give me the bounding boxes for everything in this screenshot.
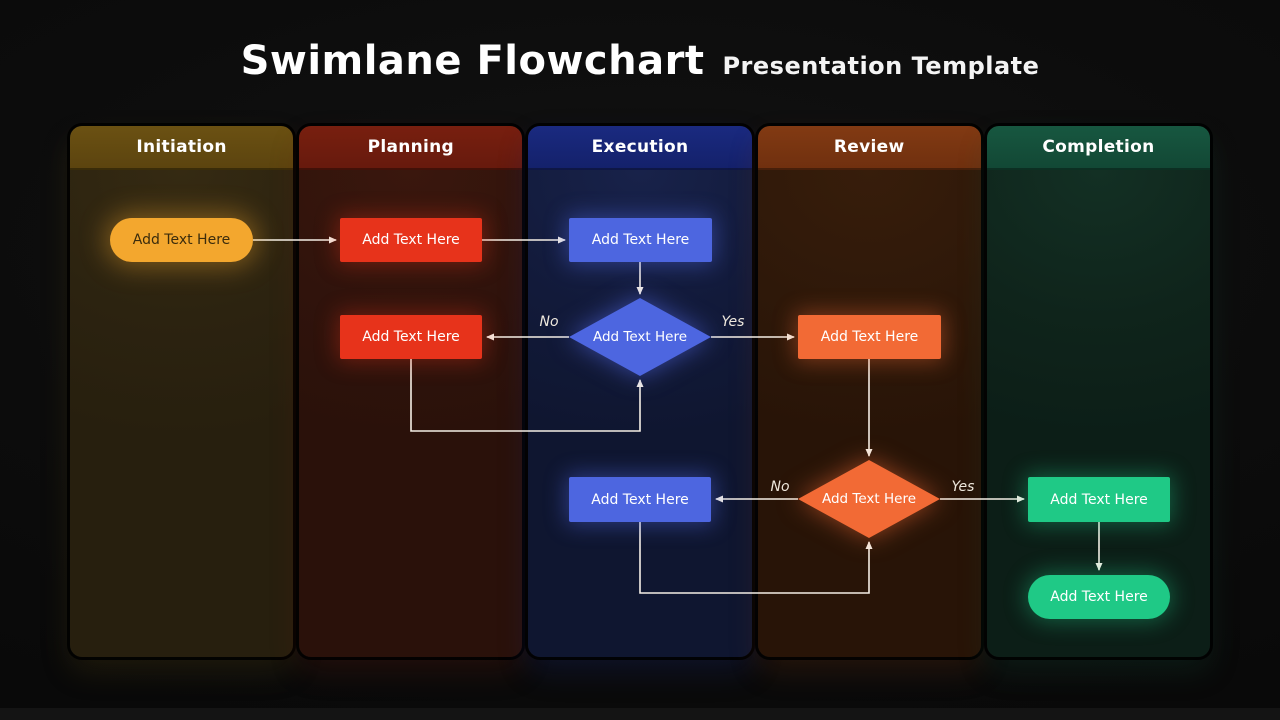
lane-initiation: Initiation (70, 126, 294, 657)
lane-review: Review (757, 126, 981, 657)
title-main: Swimlane Flowchart (240, 38, 705, 84)
flow-node-planning-step-1[interactable]: Add Text Here (340, 218, 482, 262)
lane-review-body (757, 170, 981, 657)
flow-node-execution-step-2[interactable]: Add Text Here (569, 477, 711, 522)
title-subtitle: Presentation Template (722, 52, 1040, 80)
flow-node-start-pill[interactable]: Add Text Here (110, 218, 253, 262)
flow-node-review-decision[interactable]: Add Text Here (798, 460, 940, 538)
lane-execution: Execution (528, 126, 752, 657)
flow-node-execution-step-1[interactable]: Add Text Here (569, 218, 712, 262)
lane-execution-header: Execution (528, 126, 752, 170)
lane-planning: Planning (299, 126, 523, 657)
flow-node-review-step-1[interactable]: Add Text Here (798, 315, 941, 359)
footer-strip (0, 708, 1280, 720)
flow-node-completion-step[interactable]: Add Text Here (1028, 477, 1170, 522)
flow-node-planning-step-2[interactable]: Add Text Here (340, 315, 482, 359)
lane-completion-header: Completion (986, 126, 1211, 170)
slide-title: Swimlane Flowchart Presentation Template (0, 38, 1280, 84)
flow-node-execution-decision[interactable]: Add Text Here (569, 298, 711, 376)
lane-initiation-header: Initiation (70, 126, 294, 170)
lane-review-header: Review (757, 126, 981, 170)
lane-planning-header: Planning (299, 126, 523, 170)
flow-node-end-pill[interactable]: Add Text Here (1028, 575, 1170, 619)
